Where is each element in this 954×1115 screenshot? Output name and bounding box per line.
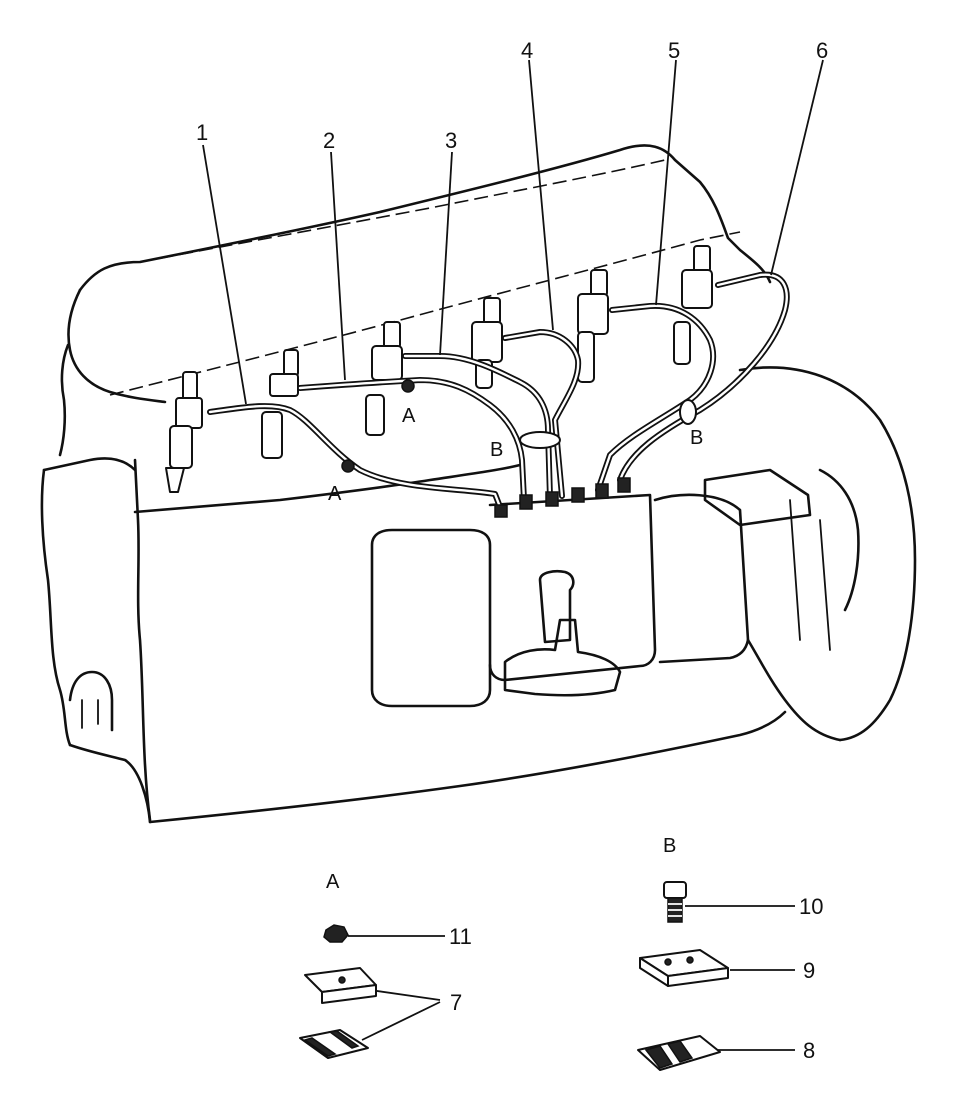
callout-11: 11: [449, 924, 472, 949]
callout-9: 9: [803, 958, 815, 983]
detail-b-parts: [637, 881, 729, 1071]
injector-5: [577, 269, 609, 383]
injector-4: [471, 297, 503, 389]
callout-10: 10: [799, 894, 823, 919]
callout-4: 4: [521, 38, 533, 63]
callout-6: 6: [816, 38, 828, 63]
leader-lines: [202, 59, 824, 1051]
injector-6: [673, 245, 713, 365]
injector-3: [365, 321, 403, 436]
part-11-nut: [323, 924, 349, 943]
callout-1: 1: [196, 120, 208, 145]
marker-a-upper: A: [402, 405, 416, 427]
part-8-clamp-lower: [637, 1035, 721, 1071]
callout-2: 2: [323, 128, 335, 153]
part-9-clamp-plate: [639, 949, 729, 987]
part-10-bolt: [663, 881, 687, 923]
marker-a-lower: A: [328, 483, 342, 505]
pump-delivery-fittings: [494, 477, 631, 518]
callout-7: 7: [450, 990, 462, 1015]
injector-1: [165, 371, 203, 493]
callout-labels: 1 2 3 4 5 6 7 8 9 10 11: [196, 38, 828, 1063]
injector-2: [261, 349, 299, 459]
pipe-clamps: [341, 379, 697, 473]
part-7-clamp-lower: [299, 1029, 369, 1059]
part-7-clamp-upper: [304, 967, 377, 1004]
marker-b-center: B: [490, 439, 503, 461]
injectors: [165, 245, 713, 493]
detail-a-title: A: [326, 871, 340, 893]
detail-view-titles: A B: [326, 835, 676, 893]
detail-b-title: B: [663, 835, 676, 857]
callout-5: 5: [668, 38, 680, 63]
detail-a-parts: [299, 924, 377, 1059]
clamp-location-markers: A A B B: [328, 405, 703, 505]
callout-8: 8: [803, 1038, 815, 1063]
callout-3: 3: [445, 128, 457, 153]
fuel-injection-pipes: [207, 271, 790, 515]
marker-b-right: B: [690, 427, 703, 449]
engine-block: [40, 144, 917, 824]
